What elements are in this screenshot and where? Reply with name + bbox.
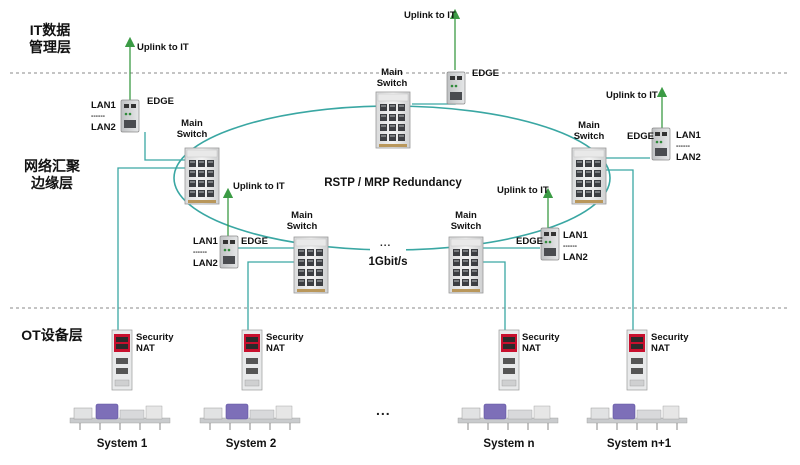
system-n-label: System n <box>483 438 535 450</box>
lan2-label: LAN2 <box>563 252 588 263</box>
lan1-label: LAN1 <box>563 230 588 241</box>
uplink-label-right: Uplink to IT <box>606 90 658 101</box>
it-layer-label-line1: IT数据 <box>29 22 71 38</box>
edge-device-right <box>651 127 671 161</box>
lan1-label: LAN1 <box>91 100 116 111</box>
lan-group-right: LAN1 ------ LAN2 <box>676 130 701 163</box>
lan1-label: LAN1 <box>193 236 218 247</box>
system-2-label: System 2 <box>225 438 277 450</box>
lan2-label: LAN2 <box>676 152 701 163</box>
security-nat-device-n1 <box>626 329 648 391</box>
main-switch-right <box>571 147 607 205</box>
lan-separator: ------ <box>193 249 207 256</box>
production-line-system-2 <box>199 403 301 430</box>
main-switch-inner-left <box>293 236 329 294</box>
security-nat-device-1 <box>111 329 133 391</box>
main-switch-left <box>184 147 220 205</box>
aggregation-layer-label-line2: 边缘层 <box>31 175 73 191</box>
edge-device-inner-right <box>540 227 560 261</box>
edge-device-top <box>446 71 466 105</box>
lan2-label: LAN2 <box>193 258 218 269</box>
production-line-system-n1 <box>586 403 688 430</box>
lan-group-left: LAN1 ------ LAN2 <box>91 100 116 133</box>
main-switch-label-inner-left: Main Switch <box>286 210 318 232</box>
ring-gap-dots: ... <box>380 238 392 249</box>
edge-label-inner-left: EDGE <box>241 236 268 247</box>
lan-separator: ------ <box>563 243 577 250</box>
aggregation-layer-label-line1: 网络汇聚 <box>24 158 80 174</box>
lan-separator: ------ <box>676 143 690 150</box>
uplink-arrows <box>124 8 668 236</box>
uplink-label-inner-right: Uplink to IT <box>497 185 549 196</box>
lan2-label: LAN2 <box>91 122 116 133</box>
main-switch-label-inner-right: Main Switch <box>450 210 482 232</box>
security-nat-label-n: Security NAT <box>522 332 560 354</box>
lan1-label: LAN1 <box>676 130 701 141</box>
security-nat-label-n1: Security NAT <box>651 332 689 354</box>
system-n1-label: System n+1 <box>606 438 672 450</box>
ring-protocol-label: RSTP / MRP Redundancy <box>324 177 462 189</box>
lan-separator: ------ <box>91 113 105 120</box>
production-line-system-n <box>457 403 559 430</box>
uplink-label-top: Uplink to IT <box>404 10 456 21</box>
security-nat-label-2: Security NAT <box>266 332 304 354</box>
uplink-label-left: Uplink to IT <box>137 42 189 53</box>
aggregation-layer-label: 网络汇聚 边缘层 <box>12 158 92 192</box>
ring-speed-label: 1Gbit/s <box>368 256 408 268</box>
ot-layer-label: OT设备层 <box>21 327 83 343</box>
main-switch-label-left: Main Switch <box>176 118 208 140</box>
edge-label-left: EDGE <box>147 96 174 107</box>
edge-device-inner-left <box>219 235 239 269</box>
security-nat-device-2 <box>241 329 263 391</box>
it-layer-label: IT数据 管理层 <box>20 22 80 56</box>
main-switch-label-right: Main Switch <box>573 120 605 142</box>
ring-gap <box>370 240 406 256</box>
edge-label-right: EDGE <box>627 131 654 142</box>
edge-label-top: EDGE <box>472 68 499 79</box>
systems-ellipsis: ... <box>376 402 391 418</box>
it-layer-label-line2: 管理层 <box>29 39 71 55</box>
main-switch-label-top: Main Switch <box>376 67 408 89</box>
production-line-system-1 <box>69 403 171 430</box>
edge-label-inner-right: EDGE <box>516 236 543 247</box>
lan-group-inner-left: LAN1 ------ LAN2 <box>193 236 218 269</box>
system-1-label: System 1 <box>96 438 148 450</box>
security-nat-device-n <box>498 329 520 391</box>
main-switch-top <box>375 91 411 149</box>
edge-device-left <box>120 99 140 133</box>
security-nat-label-1: Security NAT <box>136 332 174 354</box>
lan-group-inner-right: LAN1 ------ LAN2 <box>563 230 588 263</box>
uplink-label-inner-left: Uplink to IT <box>233 181 285 192</box>
main-switch-inner-right <box>448 236 484 294</box>
